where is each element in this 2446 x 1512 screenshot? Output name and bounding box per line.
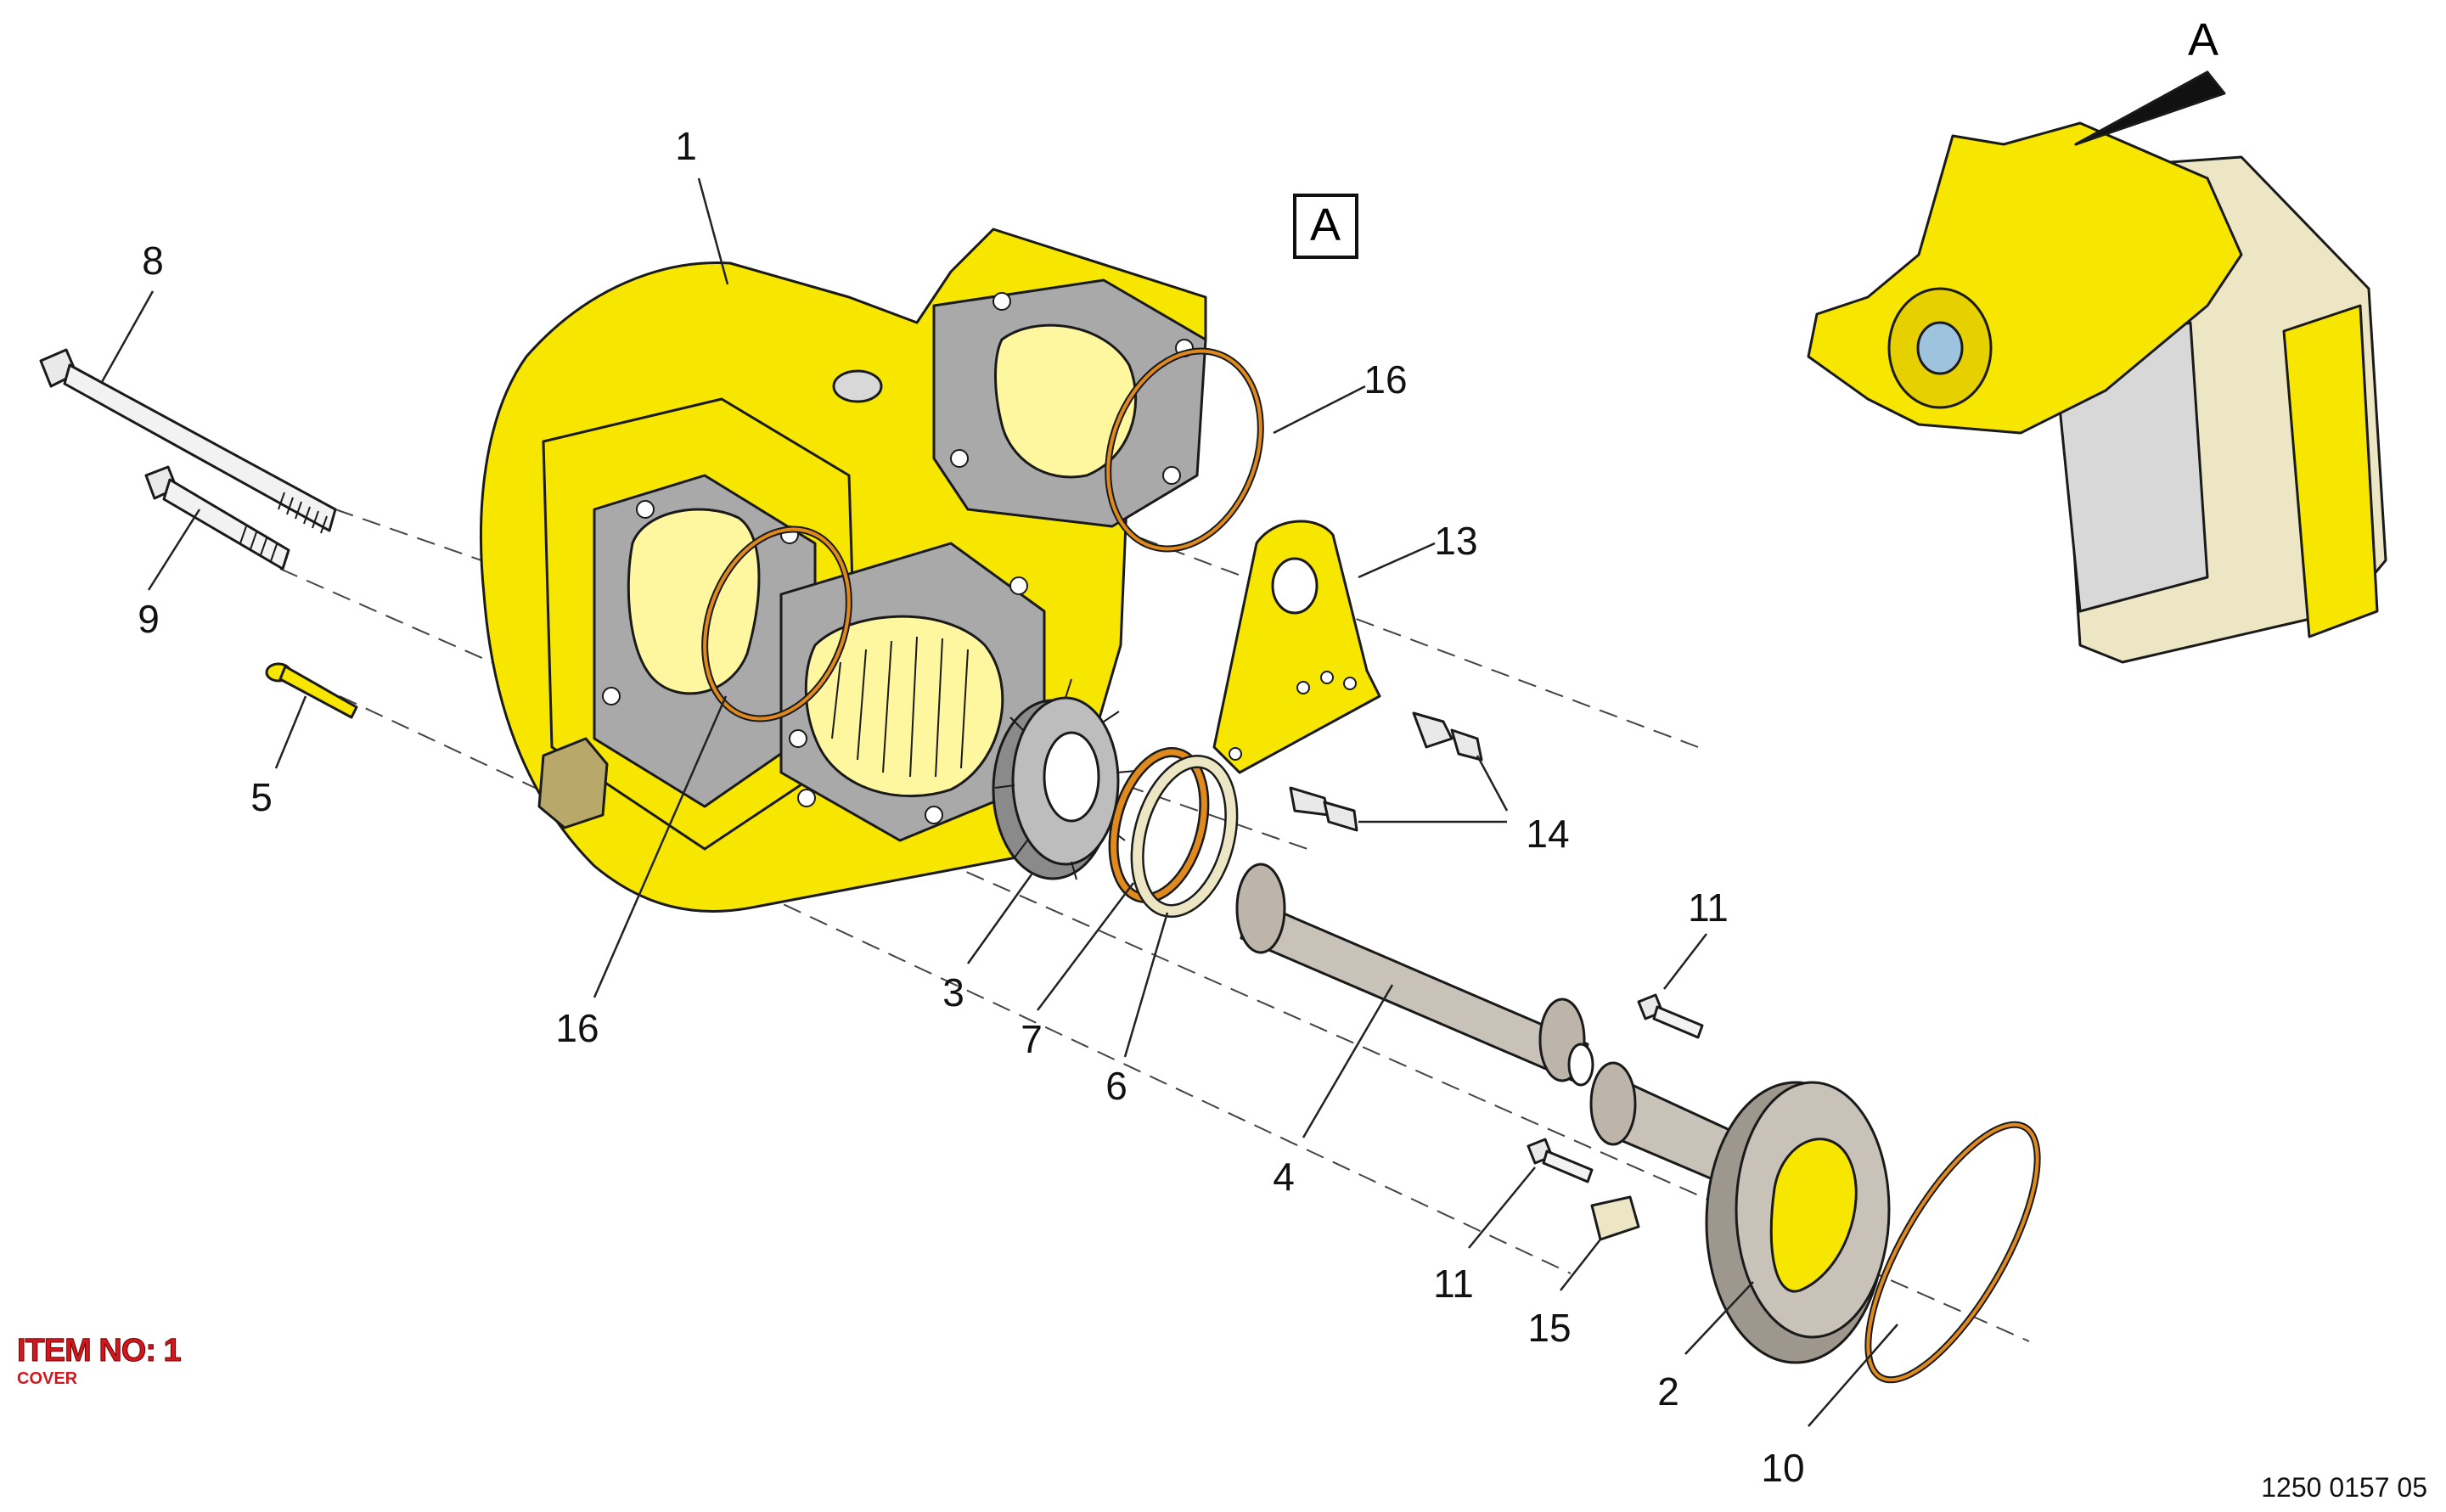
bolt-part-8 bbox=[39, 348, 337, 534]
callout-15: 15 bbox=[1527, 1306, 1571, 1350]
shaft-part-4 bbox=[1235, 863, 1594, 1087]
washer-part-6 bbox=[1130, 755, 1239, 918]
callout-6: 6 bbox=[1105, 1064, 1127, 1108]
o-ring-part-16 bbox=[701, 347, 1264, 722]
bracket-part-13 bbox=[1212, 520, 1381, 774]
assembly-inset-view bbox=[1807, 70, 2387, 664]
housing-part-2 bbox=[1589, 1061, 1891, 1364]
callout-7: 7 bbox=[1021, 1017, 1043, 1061]
bolt-part-11 bbox=[1527, 993, 1704, 1183]
callout-3: 3 bbox=[942, 970, 964, 1015]
callout-16-top: 16 bbox=[1364, 357, 1407, 402]
item-number: ITEM NO: 1 bbox=[17, 1333, 183, 1369]
callout-2: 2 bbox=[1657, 1369, 1679, 1414]
leader-lines bbox=[100, 177, 1898, 1427]
gear-part-3 bbox=[992, 678, 1137, 880]
key-part-15 bbox=[1590, 1195, 1640, 1241]
item-label: ITEM NO: 1 COVER bbox=[17, 1333, 183, 1388]
reference-code: 1250 0157 05 bbox=[2261, 1472, 2427, 1503]
view-marker-text: A bbox=[1310, 200, 1341, 250]
callout-8: 8 bbox=[142, 239, 164, 283]
callout-11-top: 11 bbox=[1688, 885, 1729, 930]
callout-16-bottom: 16 bbox=[555, 1006, 599, 1050]
view-arrow-label: A bbox=[2188, 14, 2218, 65]
callout-5: 5 bbox=[250, 775, 273, 819]
callout-numbers: 1 8 9 5 16 13 14 16 3 7 6 4 11 11 15 2 1… bbox=[138, 124, 1804, 1490]
callout-13: 13 bbox=[1434, 519, 1477, 563]
callout-10: 10 bbox=[1761, 1446, 1804, 1490]
o-ring-part-10 bbox=[1864, 1121, 2041, 1384]
callout-4: 4 bbox=[1273, 1155, 1295, 1199]
callout-14: 14 bbox=[1526, 812, 1569, 856]
bolt-part-14 bbox=[1289, 711, 1483, 832]
view-marker-box: A bbox=[1293, 194, 1358, 259]
item-name: COVER bbox=[17, 1369, 78, 1388]
callout-11-bottom: 11 bbox=[1433, 1262, 1474, 1306]
pin-part-5 bbox=[265, 662, 358, 719]
washer-part-7 bbox=[1108, 747, 1210, 903]
callout-9: 9 bbox=[138, 597, 160, 641]
callout-1: 1 bbox=[675, 124, 697, 168]
bolt-part-9 bbox=[144, 465, 290, 571]
